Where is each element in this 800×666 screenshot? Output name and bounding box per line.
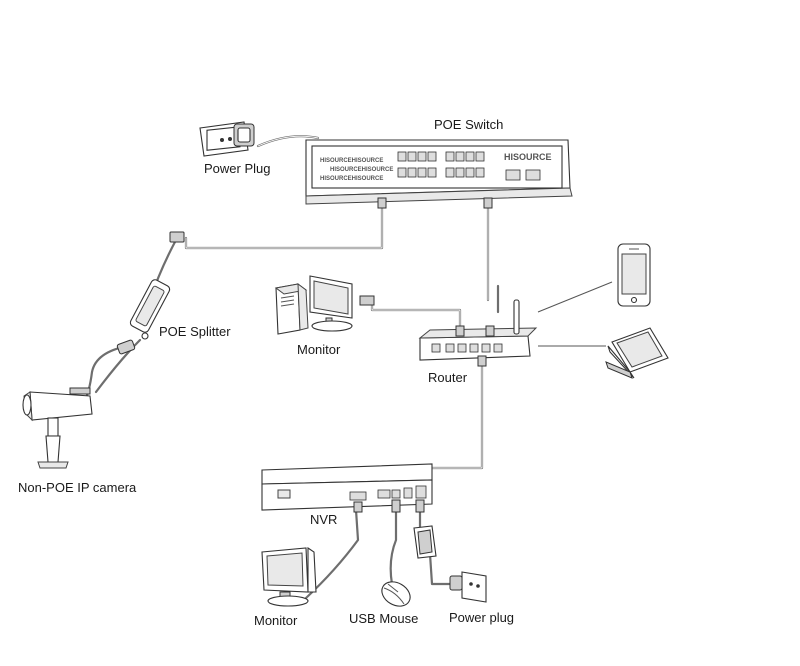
poe-splitter-icon	[116, 231, 185, 355]
cable-monitor-to-router	[370, 300, 462, 332]
cable-adapter-to-plug	[428, 552, 460, 586]
power-outlet-icon	[449, 571, 487, 603]
desktop-tower-icon	[274, 282, 309, 335]
laptop-icon	[605, 327, 669, 379]
switch-brand-line1: HISOURCEHISOURCE	[320, 158, 383, 164]
smartphone-icon	[617, 243, 651, 307]
label-router: Router	[428, 370, 468, 385]
label-power-plug-top: Power Plug	[204, 161, 271, 176]
wireless-link-phone	[537, 281, 613, 313]
monitor-icon	[309, 275, 375, 332]
monitor-icon	[261, 546, 317, 607]
switch-logo: HISOURCE	[504, 152, 552, 162]
nvr-recorder-icon	[261, 463, 433, 513]
label-poe-splitter: POE Splitter	[159, 324, 231, 339]
switch-brand-line3: HISOURCEHISOURCE	[320, 176, 383, 182]
switch-brand-line2: HISOURCEHISOURCE	[330, 167, 393, 173]
label-poe-switch: POE Switch	[434, 117, 504, 132]
cable-nvr-to-mouse	[389, 498, 398, 586]
label-usb-mouse: USB Mouse	[349, 611, 419, 626]
label-monitor-router: Monitor	[297, 342, 341, 357]
cable-switch-to-splitter	[184, 203, 384, 250]
cables	[84, 135, 613, 600]
usb-mouse-icon	[381, 581, 411, 607]
label-nvr: NVR	[310, 512, 338, 527]
label-monitor-nvr: Monitor	[254, 613, 298, 628]
wifi-router-icon	[418, 299, 538, 367]
network-switch-icon: HISOURCEHISOURCE HISOURCEHISOURCE HISOUR…	[305, 139, 573, 209]
label-camera: Non-POE IP camera	[18, 480, 137, 495]
power-adapter-icon	[413, 525, 437, 559]
power-outlet-icon	[199, 121, 255, 157]
bullet-camera-icon	[22, 387, 93, 469]
switch-ports	[397, 151, 485, 178]
label-power-plug-bottom: Power plug	[449, 610, 515, 625]
